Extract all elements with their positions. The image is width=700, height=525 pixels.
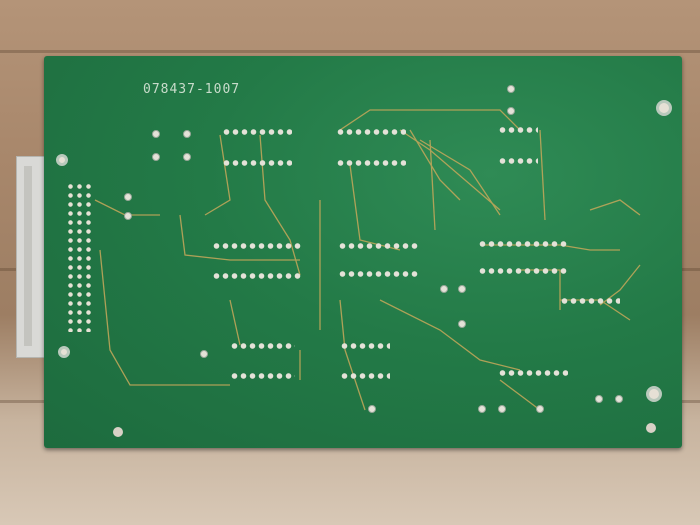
solder-pad: [440, 285, 448, 293]
solder-pad: [368, 405, 376, 413]
ic-pad-row: [222, 160, 292, 166]
ic-pad-row: [478, 268, 568, 274]
mounting-hole: [58, 346, 70, 358]
mounting-hole: [656, 100, 672, 116]
solder-pad: [124, 212, 132, 220]
ic-pad-row: [230, 373, 295, 379]
ic-pad-row: [338, 243, 418, 249]
ic-pad-row: [212, 273, 302, 279]
solder-pad: [595, 395, 603, 403]
ic-pad-row: [340, 373, 390, 379]
ic-pad-row: [336, 160, 406, 166]
ic-pad-row: [340, 343, 390, 349]
pcb-board: [44, 56, 682, 448]
solder-pad: [458, 320, 466, 328]
ic-pad-row: [222, 129, 292, 135]
solder-pad: [507, 85, 515, 93]
part-number-label: 078437-1007: [143, 82, 241, 97]
solder-pad: [183, 130, 191, 138]
solder-pad: [124, 193, 132, 201]
ic-pad-row: [498, 158, 538, 164]
solder-pad: [152, 153, 160, 161]
solder-pad: [507, 107, 515, 115]
mounting-hole: [646, 423, 656, 433]
solder-pad: [183, 153, 191, 161]
cardboard-seam-top: [0, 50, 700, 53]
solder-pad: [478, 405, 486, 413]
solder-pad: [498, 405, 506, 413]
mounting-hole: [646, 386, 662, 402]
solder-pad: [200, 350, 208, 358]
ic-pad-row: [336, 129, 406, 135]
solder-pad: [152, 130, 160, 138]
solder-pad: [458, 285, 466, 293]
solder-pad: [536, 405, 544, 413]
mounting-hole: [56, 154, 68, 166]
ic-pad-row: [478, 241, 568, 247]
ic-pad-row: [338, 271, 418, 277]
ic-pad-row: [212, 243, 302, 249]
ic-pad-row: [560, 298, 620, 304]
header-pin-field: [66, 182, 94, 332]
ic-pad-row: [230, 343, 295, 349]
ic-pad-row: [498, 370, 568, 376]
mounting-hole: [113, 427, 123, 437]
edge-connector-rib: [24, 166, 32, 346]
ic-pad-row: [498, 127, 538, 133]
solder-pad: [615, 395, 623, 403]
